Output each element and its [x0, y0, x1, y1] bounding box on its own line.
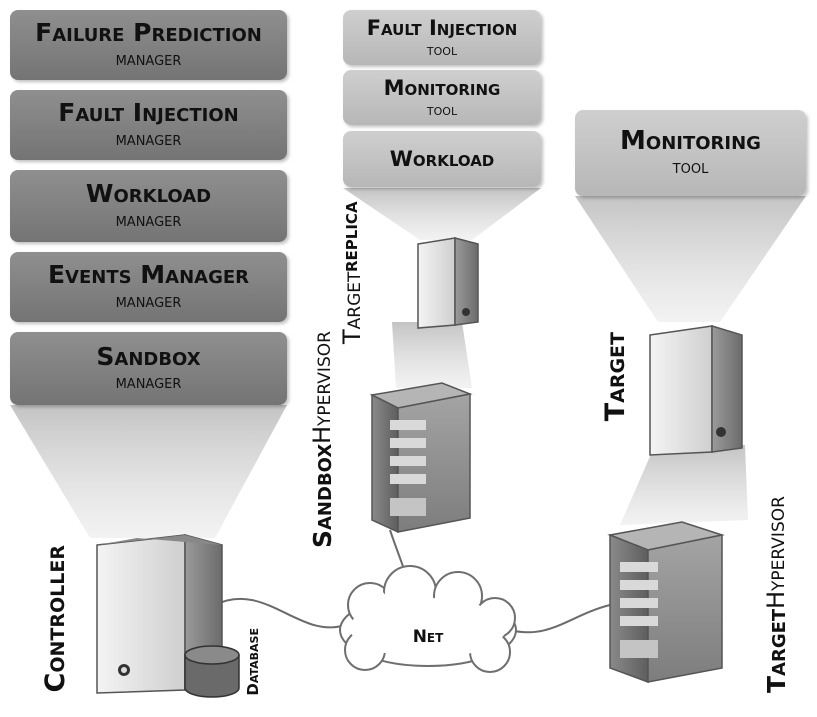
box-subtitle: tool — [426, 39, 458, 59]
box-title: Workload — [85, 179, 212, 209]
target-hypervisor-label: Target Hypervisor — [762, 496, 791, 693]
box-title: Events Manager — [47, 260, 250, 290]
box-subtitle: tool — [426, 99, 458, 119]
target-hypervisor-label-line2: Hypervisor — [762, 495, 790, 609]
target-hypervisor-label-line1: Target — [762, 608, 791, 693]
target-monitoring-tool-box: Monitoring tool — [575, 110, 806, 196]
sandbox-hypervisor-server — [369, 382, 473, 534]
target-server — [649, 324, 743, 456]
box-title: Workload — [389, 146, 495, 171]
box-title: Fault Injection — [58, 98, 239, 128]
target-hypervisor-server — [607, 521, 725, 684]
box-subtitle: manager — [115, 47, 182, 70]
net-cloud — [339, 565, 517, 673]
sandbox-hypervisor-label-line1: Sandbox — [308, 443, 337, 548]
box-subtitle: manager — [115, 127, 182, 150]
box-subtitle: manager — [115, 208, 182, 231]
database-label: Database — [244, 628, 262, 696]
events-manager-box: Events Manager manager — [10, 252, 287, 322]
box-subtitle: manager — [115, 371, 182, 394]
workload-manager-box: Workload manager — [10, 170, 287, 242]
target-hypervisor-beam — [620, 445, 748, 525]
fault-injection-manager-box: Fault Injection manager — [10, 90, 287, 160]
workload-tool-box: Workload — [343, 131, 541, 187]
controller-net-cable — [214, 598, 346, 629]
fault-injection-tool-box: Fault Injection tool — [343, 10, 541, 65]
database-icon — [184, 645, 240, 698]
controller-label: Controller — [40, 545, 71, 693]
sandbox-hypervisor-label-line2: Hypervisor — [308, 330, 336, 444]
monitoring-tool-box: Monitoring tool — [343, 70, 541, 125]
box-title: Fault Injection — [366, 15, 518, 40]
box-title: Sandbox — [96, 341, 201, 371]
controller-beam — [10, 405, 287, 538]
failure-prediction-manager-box: Failure Prediction manager — [10, 10, 287, 80]
box-title: Monitoring — [620, 125, 761, 156]
sandbox-manager-box: Sandbox manager — [10, 332, 287, 405]
target-net-cable — [509, 604, 611, 634]
target-replica-label: Target replica — [338, 201, 366, 344]
box-title: Monitoring — [383, 75, 501, 100]
box-title: Failure Prediction — [35, 18, 262, 48]
target-beam — [575, 196, 806, 322]
net-label: Net — [413, 627, 444, 647]
box-subtitle: tool — [672, 156, 709, 179]
target-replica-server — [417, 237, 479, 329]
sandbox-beam — [392, 322, 472, 388]
target-replica-label-line2: replica — [338, 201, 363, 272]
target-replica-label-line1: Target — [338, 271, 366, 344]
box-subtitle: manager — [115, 289, 182, 312]
target-label: Target — [600, 332, 631, 422]
replica-beam — [343, 188, 541, 240]
sandbox-hypervisor-label: Sandbox Hypervisor — [308, 331, 337, 548]
